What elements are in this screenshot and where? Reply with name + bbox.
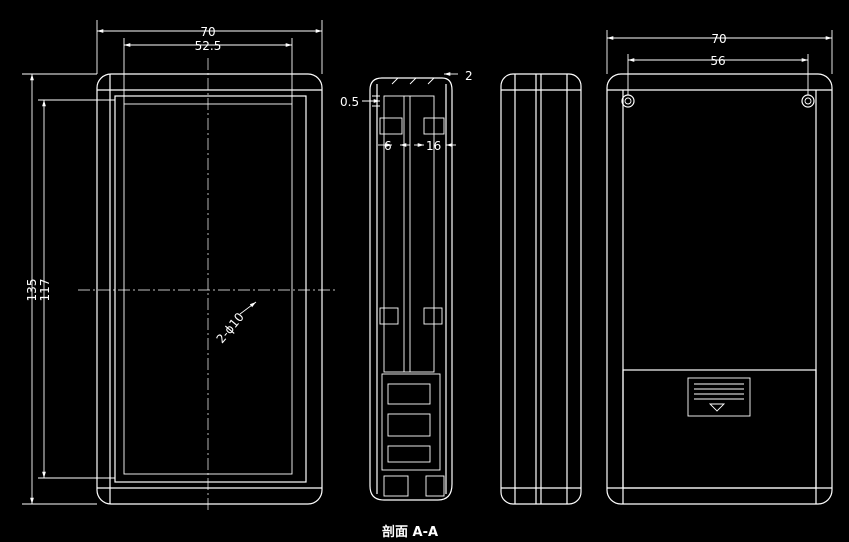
front-dim-total-height: 135 bbox=[25, 279, 39, 302]
back-dim-total-width: 70 bbox=[711, 32, 726, 46]
back-dim-hole-spacing: 56 bbox=[710, 54, 725, 68]
mounting-hole-left bbox=[621, 94, 635, 108]
mounting-hole-right bbox=[801, 94, 815, 108]
section-dim-left: 6 bbox=[384, 139, 392, 153]
back-view: 70 56 bbox=[606, 30, 833, 505]
battery-cover bbox=[622, 369, 817, 489]
side-view bbox=[500, 73, 582, 505]
front-hole-note: 2-ϕ10 bbox=[214, 310, 247, 346]
front-dim-total-width: 70 bbox=[200, 25, 215, 39]
front-dim-inner-height: 117 bbox=[38, 279, 52, 302]
section-dim-wall: 0.5 bbox=[340, 95, 359, 109]
section-caption: 剖面 A-A bbox=[382, 524, 438, 540]
section-dim-right: 16 bbox=[426, 139, 441, 153]
front-dim-inner-width: 52.5 bbox=[195, 39, 222, 53]
section-dim-gap: 2 bbox=[465, 69, 473, 83]
front-view: 70 52.5 135 117 2-ϕ10 bbox=[22, 20, 338, 512]
section-view: 0.5 2 6 16 剖面 A-A bbox=[340, 69, 473, 540]
triangle-icon bbox=[708, 403, 726, 412]
